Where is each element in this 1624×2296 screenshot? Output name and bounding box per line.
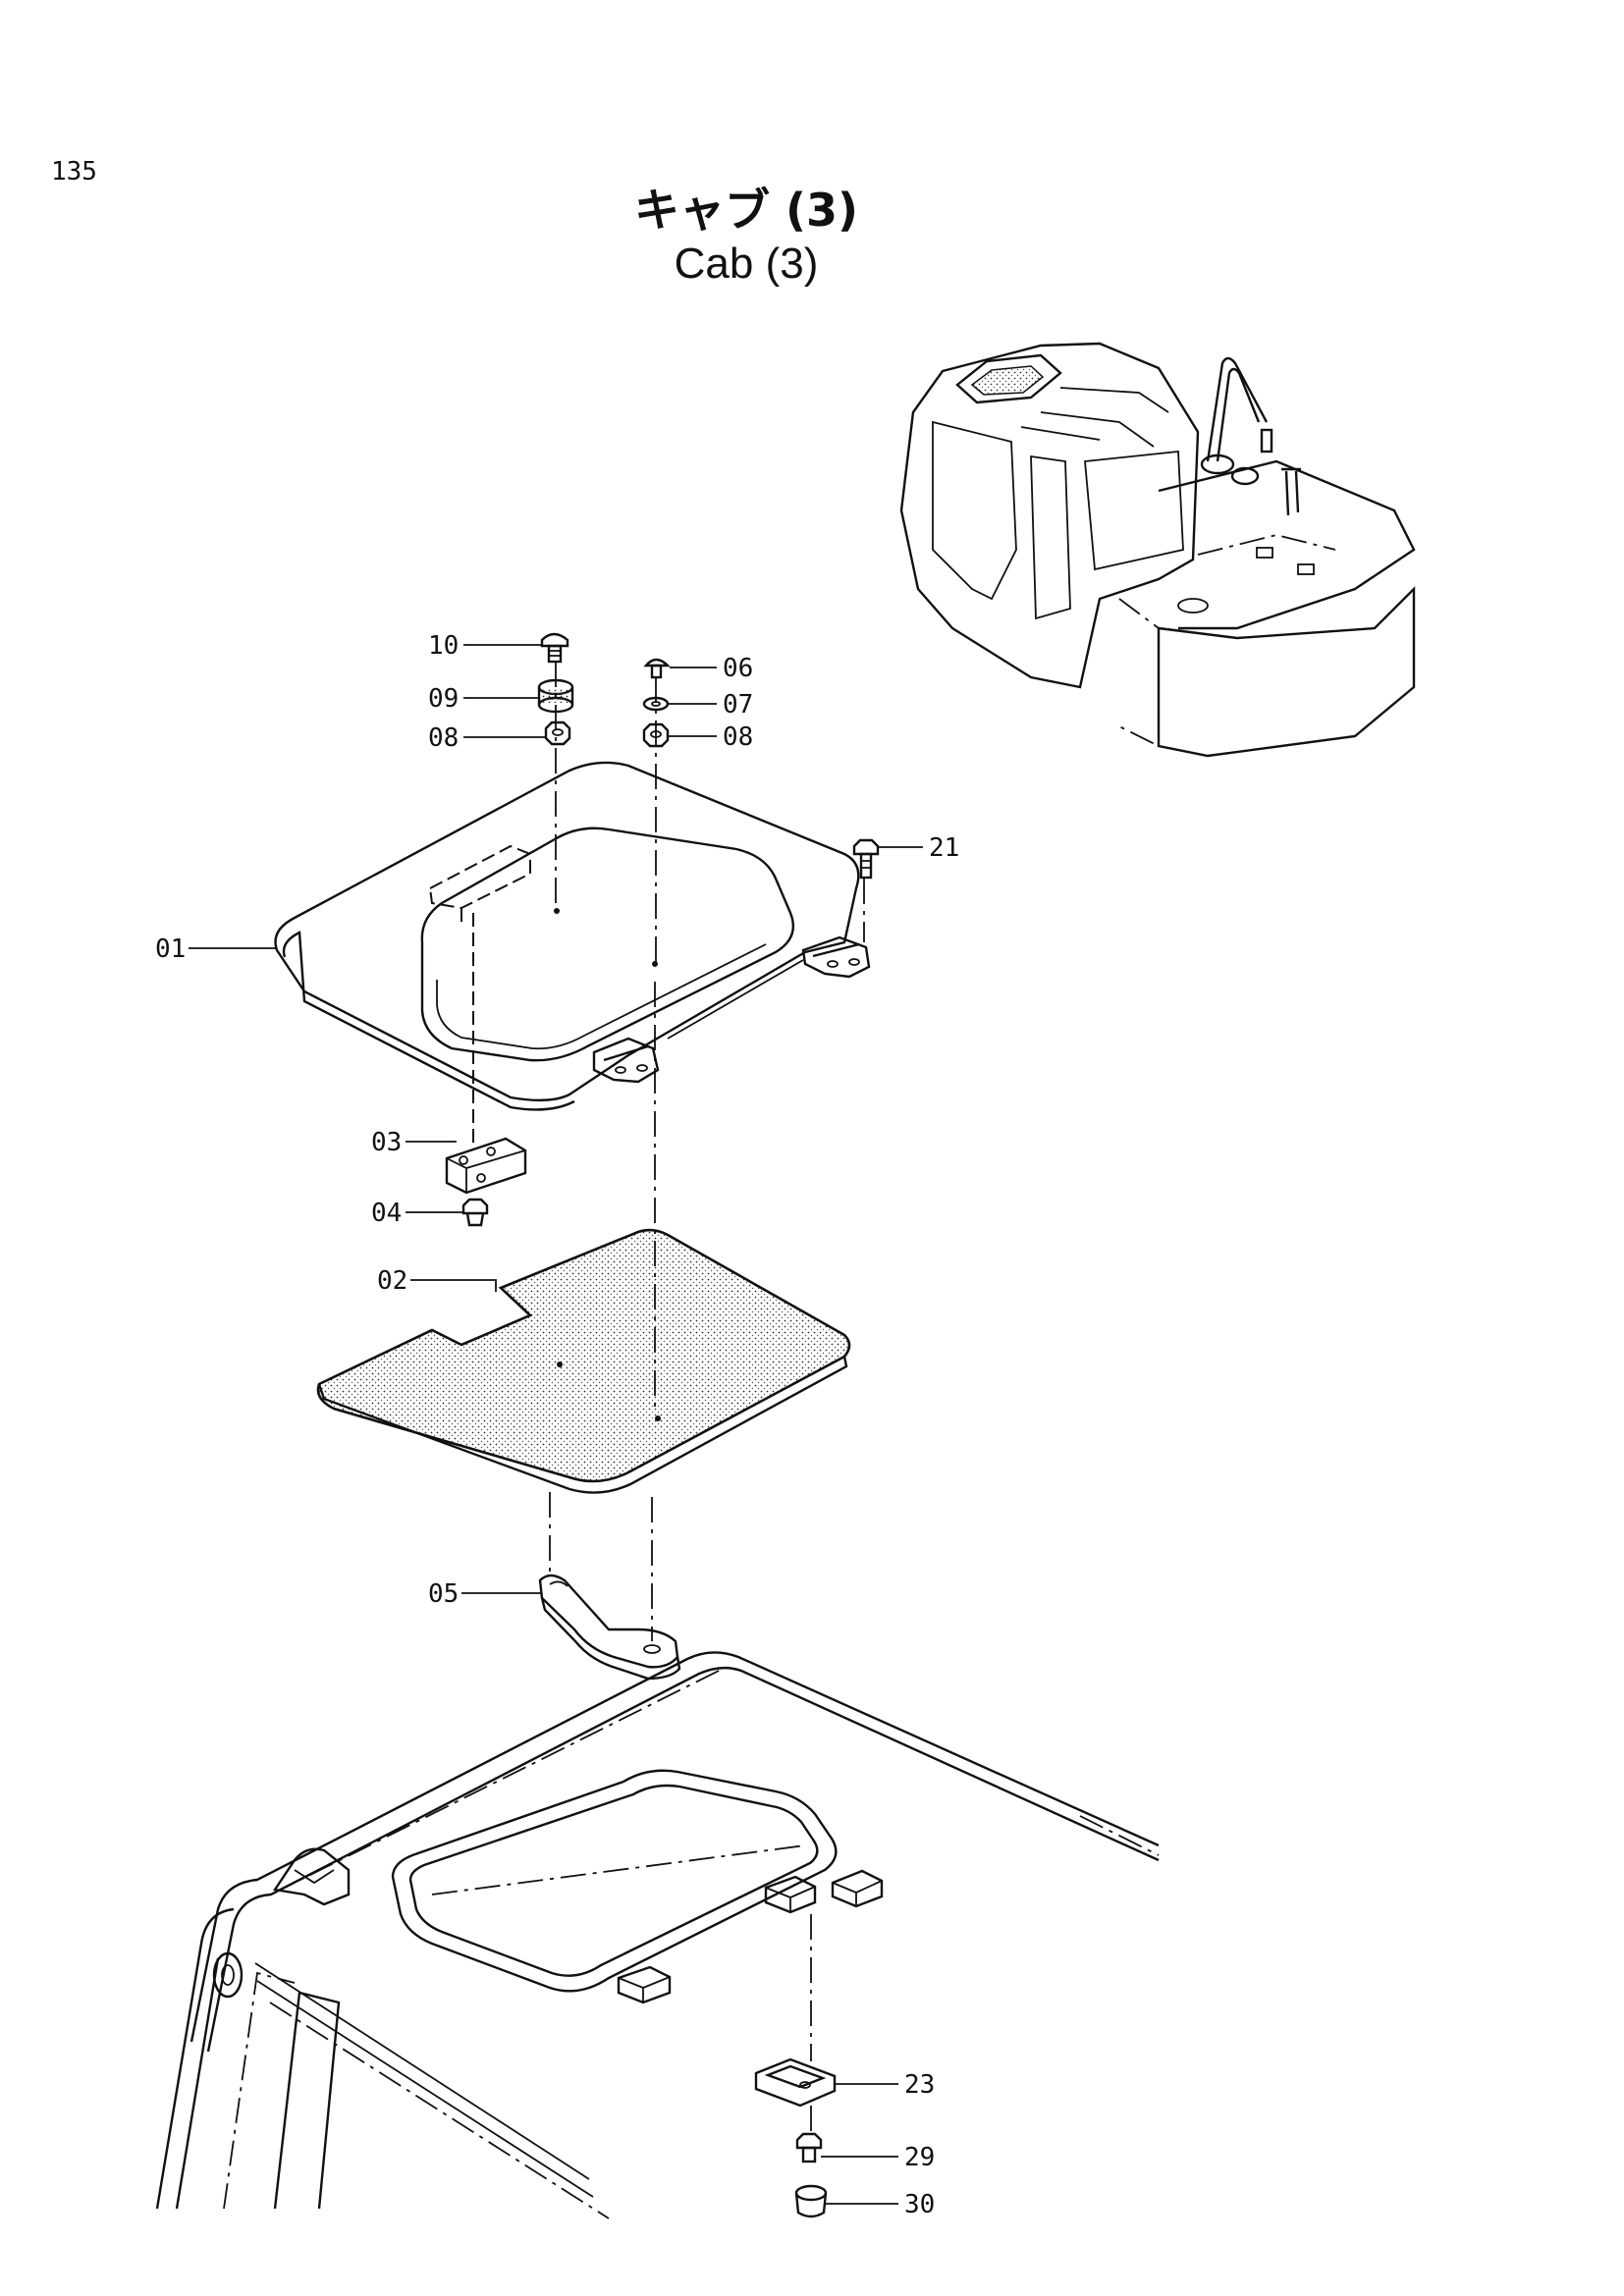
callout-06: 06 (723, 654, 753, 683)
callout-04: 04 (371, 1199, 402, 1228)
roof-hatch-01 (274, 761, 871, 1111)
callout-21: 21 (929, 833, 959, 863)
callout-02: 02 (377, 1266, 407, 1296)
callout-01: 01 (155, 934, 186, 964)
callout-23: 23 (904, 2070, 935, 2100)
callout-10: 10 (428, 631, 459, 661)
floor-mat-02 (316, 1228, 851, 1494)
page-number: 135 (51, 157, 97, 187)
cab-roof-structure (155, 1651, 1160, 2219)
excavator-overview-illustration (899, 342, 1416, 758)
catch-03 (445, 1137, 527, 1195)
page-title-english: Cab (3) (674, 240, 819, 288)
screw-06 (643, 658, 671, 679)
callout-07: 07 (723, 690, 753, 720)
callout-30: 30 (904, 2190, 935, 2219)
callout-08-left: 08 (428, 723, 459, 753)
callout-09: 09 (428, 684, 459, 714)
callout-03: 03 (371, 1128, 402, 1157)
part-callouts: 10 09 08 06 07 08 21 01 03 04 02 05 23 2… (155, 631, 959, 2219)
callout-05: 05 (428, 1579, 459, 1609)
callout-29: 29 (904, 2143, 935, 2172)
nut-08-left (544, 721, 571, 746)
bolt-21 (852, 838, 880, 880)
callout-08-right: 08 (723, 722, 753, 752)
leader-lines (189, 644, 923, 2205)
screw-10 (540, 632, 569, 664)
cover-23 (754, 2057, 837, 2108)
bolt-29 (795, 2132, 823, 2163)
grab-handle-05 (538, 1574, 681, 1681)
alignment-lines (472, 662, 865, 2134)
cap-30 (794, 2184, 828, 2218)
screw-04 (461, 1198, 489, 1227)
page-title-japanese: キャブ (3) (633, 184, 859, 237)
